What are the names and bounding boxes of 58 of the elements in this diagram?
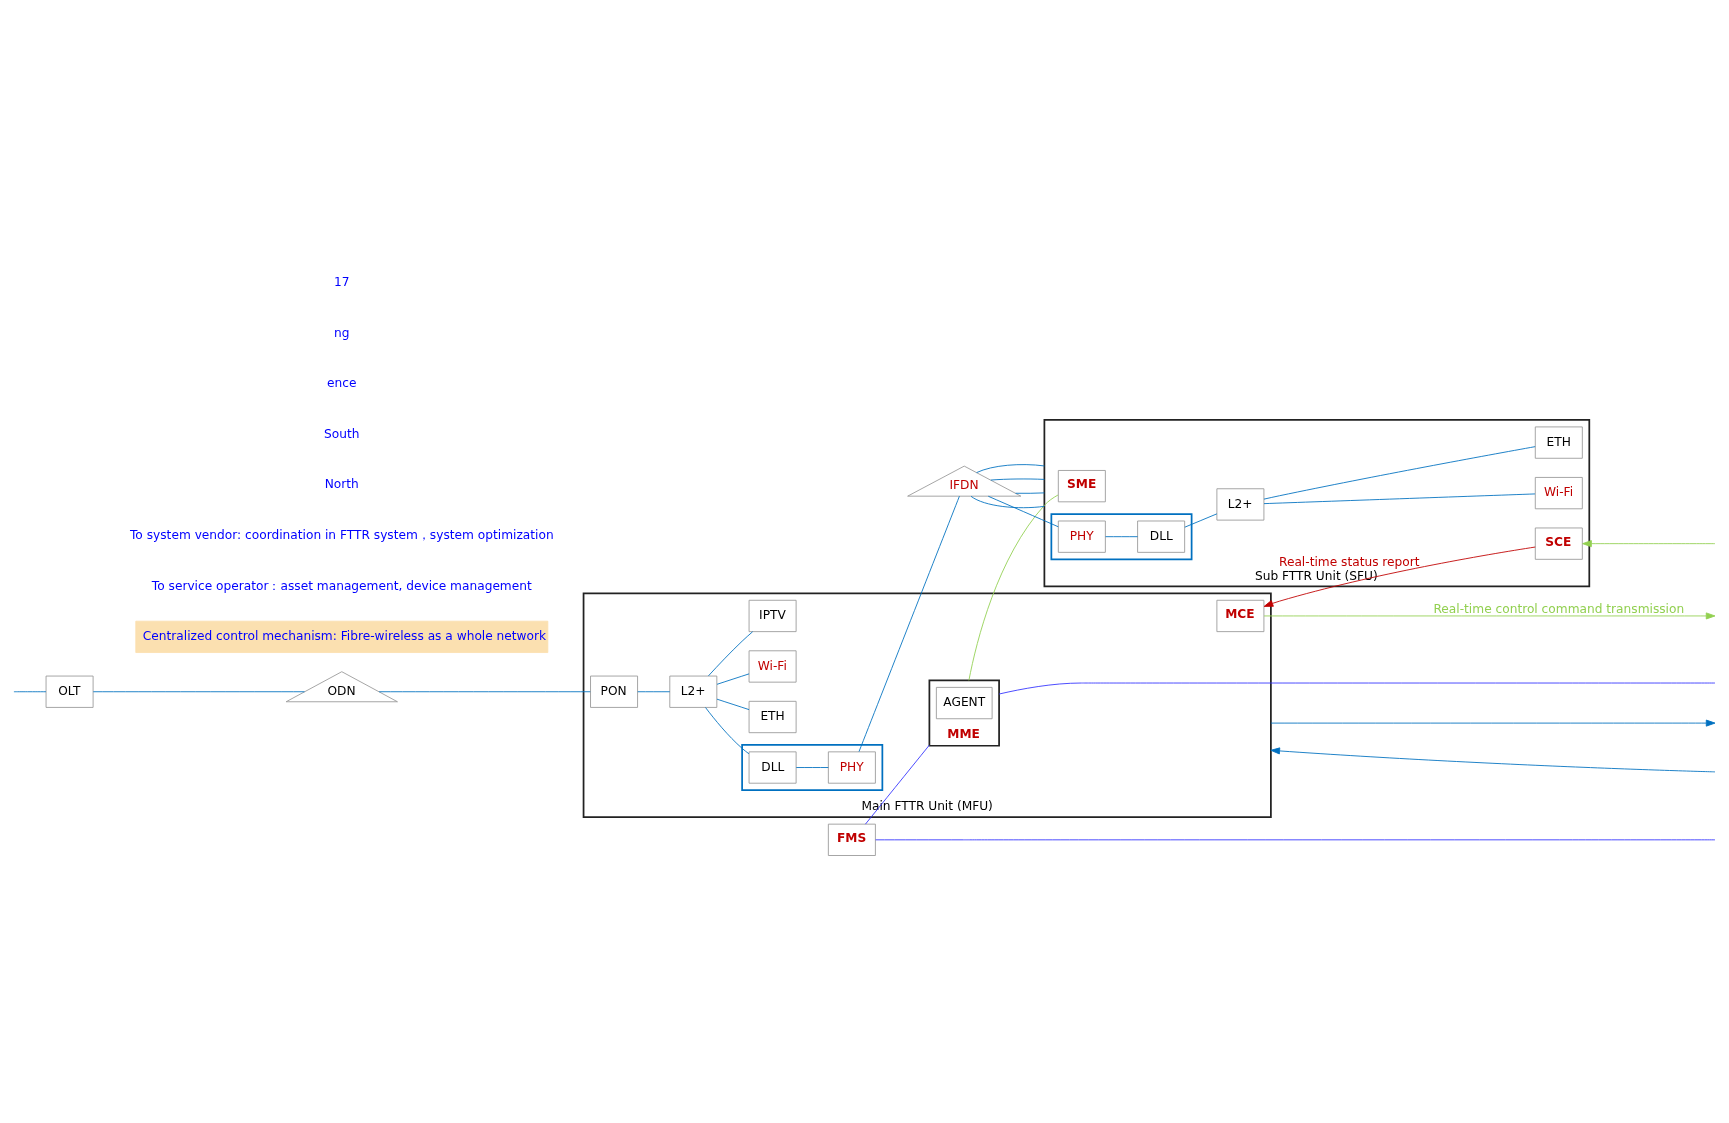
node-box: SME [1057,470,1106,503]
connector [637,691,671,693]
node-box: SCE [1534,527,1583,560]
arrow [1582,540,1716,548]
edge-label: Real-time status report [1278,554,1420,569]
node-box: ETH [1534,426,1583,459]
arrow [1263,546,1536,607]
arrow [1270,719,1716,727]
connector [716,673,750,685]
connector [92,691,305,693]
label: 17 [334,275,350,290]
connector [378,691,591,693]
connector [795,767,829,768]
connector [875,839,1716,841]
connector [968,494,1059,681]
connector [705,707,750,755]
arrow [1270,747,1716,773]
edge-label: Real-time control command transmission [1433,601,1685,616]
connector [13,691,47,693]
node-box: MCE [1216,599,1265,633]
connector [716,698,750,711]
connector [990,478,1045,481]
node-box: PHY [1057,520,1106,553]
node-box: OLT [45,675,94,708]
label: North [324,477,359,492]
label: South [324,426,360,441]
label: ng [334,325,350,340]
connector [1263,493,1536,505]
connector [998,682,1716,695]
label: To system vendor: coordination in FTTR system，system optimization [130,528,554,543]
connector [1184,513,1218,528]
connector [970,495,1045,509]
node-box: FMS [827,823,876,856]
connector [865,744,930,825]
node-box: ETH [748,700,797,734]
connector [1015,492,1045,494]
node-box: DLL [1137,520,1186,553]
node-box: AGENT [935,686,993,720]
label: To service operator：asset management, device management [151,578,532,593]
node-box: PON [590,675,638,708]
label: ence [327,376,357,391]
connector [708,631,754,677]
connector [976,464,1045,474]
cluster [1050,513,1193,561]
node-box: Wi-Fi [748,650,797,683]
node-box: L2+ [1216,488,1265,521]
cluster [741,744,884,792]
node-box: L2+ [669,675,718,708]
arrow [1263,612,1716,620]
node-box: Centralized control mechanism: Fibre-wireless as a whole network [135,620,549,653]
node-box: IPTV [748,599,797,633]
connector [858,495,960,753]
connector [1105,536,1138,538]
node-box: PHY [827,751,876,784]
connector [1263,446,1536,500]
node-box: DLL [748,751,797,784]
node-box: Wi-Fi [1534,477,1583,510]
connector [987,495,1059,528]
